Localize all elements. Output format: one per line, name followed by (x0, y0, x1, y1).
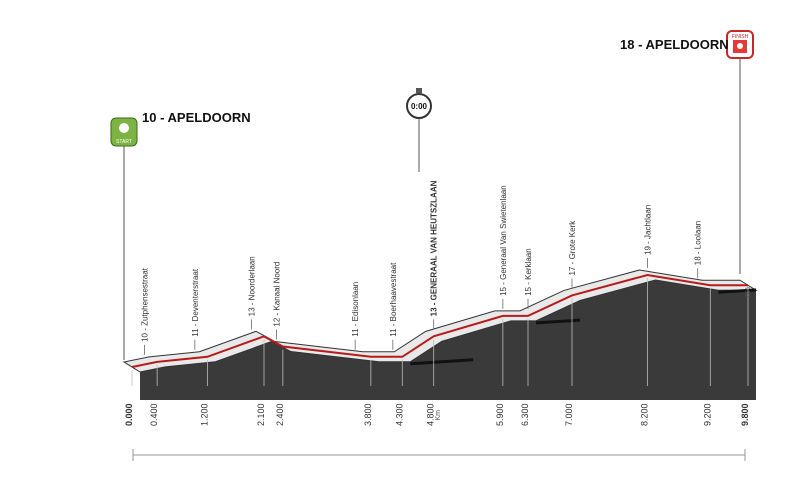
distance-label: 2.400 (275, 403, 285, 426)
edge-stripe-2 (718, 288, 757, 294)
start-city: 10 - APELDOORN (142, 110, 251, 125)
street-label: 10 - Zutphensestraat (141, 267, 150, 342)
distance-label: 9.200 (702, 403, 712, 426)
distance-label: 7.000 (564, 403, 574, 426)
street-label: 13 - Noorderlaan (247, 256, 256, 316)
distance-label: 4.300 (394, 403, 404, 426)
street-label: 18 - Loolaan (694, 221, 703, 265)
street-label: 17 - Grote Kerk (568, 220, 577, 276)
distance-labels: 0.000 0.400 1.200 2.100 2.400 3.800 4.300 4.800… (124, 403, 750, 426)
street-labels: 10 - Zutphensestraat 11 - Deventerstraat 1… (141, 180, 703, 355)
street-label: 11 - Edisonlaan (351, 282, 360, 337)
distance-label: 6.300 (520, 403, 530, 426)
street-label: 15 - Generaal Van Swietenlaan (499, 185, 508, 296)
street-label: 11 - Boerhaavestraat (389, 262, 398, 337)
stopwatch-icon (406, 93, 432, 119)
distance-label: 3.800 (363, 403, 373, 426)
edge-stripe-0 (410, 358, 474, 366)
timecheck-label: 0:00 (411, 102, 428, 111)
start-rider-icon (119, 123, 129, 133)
start-marker: START (110, 117, 138, 147)
edge-stripe-1 (535, 318, 581, 325)
finish-marker: FINISH (726, 30, 754, 59)
road-line (131, 273, 748, 368)
profile-ticks (131, 278, 749, 386)
road-edge-stripes (410, 288, 757, 366)
unit-label: Km (435, 410, 442, 421)
street-label: 12 - Kanaal Noord (273, 262, 282, 327)
finish-lens-icon (737, 43, 743, 49)
distance-label: 8.200 (639, 403, 649, 426)
distance-label: 5.900 (495, 403, 505, 426)
distance-label: 1.200 (199, 403, 209, 426)
finish-city: 18 - APELDOORN (620, 37, 729, 52)
street-label: 11 - Deventerstraat (191, 268, 200, 337)
finish-badge: FINISH (732, 34, 749, 40)
start-badge: START (116, 139, 132, 145)
distance-label: 0.000 (124, 403, 134, 426)
stopwatch-crown-icon (416, 88, 422, 93)
distance-label: 9.800 (740, 403, 750, 426)
distance-label: 0.400 (149, 403, 159, 426)
profile-side-face (140, 280, 756, 400)
right-marker: 8% (745, 287, 752, 297)
street-label: 15 - Kerklaan (524, 248, 533, 296)
timecheck-marker: 0:00 (406, 88, 432, 119)
street-label: 19 - Jachtlaan (643, 205, 652, 255)
distance-label: 2.100 (256, 403, 266, 426)
street-label: 13 - GENERAAL VAN HEUTSZLAAN (430, 180, 439, 316)
distance-label: 4.800 (426, 403, 436, 426)
